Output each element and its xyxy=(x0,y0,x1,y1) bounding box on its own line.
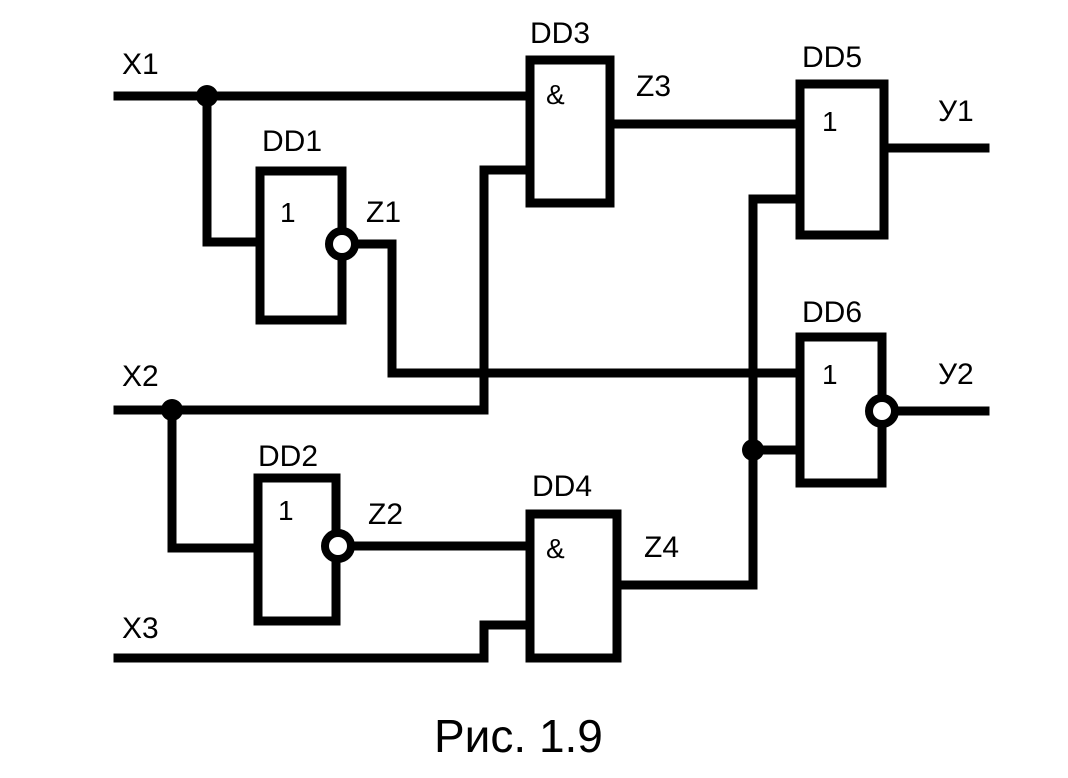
output-y1-label: У1 xyxy=(938,95,974,128)
wire-x2-to-dd2 xyxy=(167,405,263,553)
inverter-bubble-dd2 xyxy=(321,529,355,563)
signal-z4-label: Z4 xyxy=(644,531,679,564)
input-x1-label: X1 xyxy=(122,48,159,81)
gate-dd3-label: DD3 xyxy=(530,17,590,50)
wire-x3 xyxy=(113,620,535,663)
signal-z1-label: Z1 xyxy=(366,196,401,229)
wire-x1-to-dd1 xyxy=(202,91,265,247)
gate-dd5-label: DD5 xyxy=(802,41,862,74)
gate-dd2-symbol: 1 xyxy=(278,495,294,526)
input-x2-label: X2 xyxy=(122,360,159,393)
gate-dd6-symbol: 1 xyxy=(822,359,838,390)
gate-dd5-symbol: 1 xyxy=(822,106,838,137)
inverter-bubble-dd6 xyxy=(865,394,899,428)
junction-x2 xyxy=(161,399,183,421)
input-x3-label: X3 xyxy=(122,612,159,645)
gate-dd1-label: DD1 xyxy=(262,125,322,158)
gate-dd4 xyxy=(525,509,622,663)
junction-x1 xyxy=(196,85,218,107)
gate-dd3 xyxy=(525,55,615,208)
inverter-bubble-dd1 xyxy=(325,227,359,261)
figure-caption: Рис. 1.9 xyxy=(434,710,603,762)
wire-z1 xyxy=(350,239,805,378)
gate-dd2-label: DD2 xyxy=(258,440,318,473)
gate-dd6-label: DD6 xyxy=(802,296,862,329)
wire-z4 xyxy=(612,194,805,590)
gate-dd4-label: DD4 xyxy=(532,470,592,503)
signal-z3-label: Z3 xyxy=(636,70,671,103)
junction-z4 xyxy=(742,439,764,461)
gate-dd3-symbol: & xyxy=(546,79,565,110)
gate-dd5 xyxy=(795,79,889,240)
gate-dd4-symbol: & xyxy=(546,533,565,564)
output-y2-label: У2 xyxy=(938,358,974,391)
signal-z2-label: Z2 xyxy=(368,498,403,531)
wire-x2 xyxy=(113,165,535,415)
gate-dd1-symbol: 1 xyxy=(280,197,296,228)
